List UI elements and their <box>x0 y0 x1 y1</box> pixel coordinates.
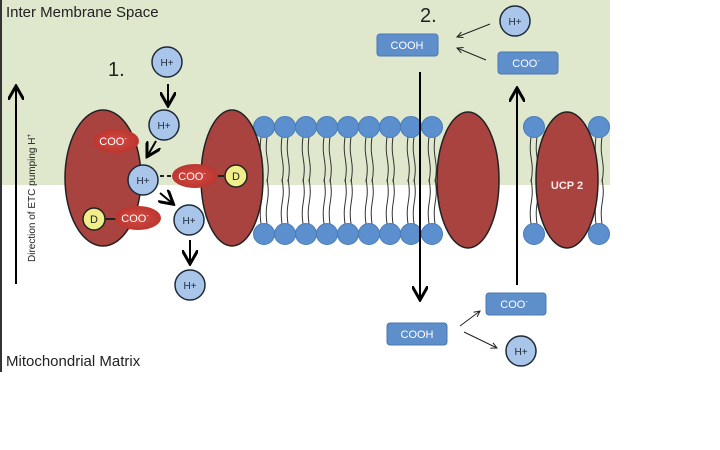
mitochondrial-matrix-label: Mitochondrial Matrix <box>6 353 141 370</box>
lipid-head <box>400 116 422 138</box>
arrow-proton-release <box>160 193 172 203</box>
svg-text:H+: H+ <box>508 17 521 28</box>
lipid-head <box>274 116 296 138</box>
lipid-head <box>421 116 443 138</box>
svg-text:COOH: COOH <box>391 40 424 52</box>
proton-3: H+ <box>127 164 159 196</box>
carboxylate-2: COO- <box>172 164 218 188</box>
svg-text:COO-: COO- <box>121 213 149 225</box>
cooh-box-bottom: COOH <box>386 322 448 346</box>
donor-left: D <box>82 207 106 231</box>
lipid-head <box>358 223 380 245</box>
lipid-tail <box>406 136 416 183</box>
lipid-head <box>316 223 338 245</box>
lipid-head <box>379 116 401 138</box>
lipid-bilayer <box>253 116 610 245</box>
step-2-label: 2. <box>420 5 437 27</box>
lipid-tail <box>385 136 395 183</box>
lipid-tail <box>364 178 374 225</box>
lipid-head <box>588 116 610 138</box>
lipid-head <box>588 223 610 245</box>
lipid-head <box>337 223 359 245</box>
lipid-tail <box>301 136 311 183</box>
coo-box-top: COO- <box>497 51 559 75</box>
lipid-tail <box>427 136 437 183</box>
lipid-head <box>274 223 296 245</box>
lipid-tail <box>301 178 311 225</box>
arrow-proton-to-coo <box>148 140 156 155</box>
proton-7: H+ <box>505 335 537 367</box>
svg-text:H+: H+ <box>182 216 195 227</box>
proton-6: H+ <box>499 5 531 37</box>
step-1-label: 1. <box>108 59 125 81</box>
lipid-tail <box>343 178 353 225</box>
coo-box-bottom: COO- <box>485 292 547 316</box>
lipid-head <box>253 116 275 138</box>
lipid-head <box>316 116 338 138</box>
svg-text:H+: H+ <box>514 347 527 358</box>
lipid-head <box>295 116 317 138</box>
carboxylate-3: COO- <box>115 206 161 230</box>
svg-text:H+: H+ <box>183 281 196 292</box>
svg-text:H+: H+ <box>136 176 149 187</box>
svg-text:COO-: COO- <box>178 171 206 183</box>
svg-text:COO-: COO- <box>500 299 528 311</box>
lipid-head <box>337 116 359 138</box>
svg-text:H+: H+ <box>157 121 170 132</box>
arrow-proton-to-cooh-top <box>457 23 491 37</box>
lipid-tail <box>364 136 374 183</box>
lipid-head <box>379 223 401 245</box>
lipid-tail <box>280 136 290 183</box>
proton-4: H+ <box>173 204 205 236</box>
proton-5: H+ <box>174 269 206 301</box>
lipid-tail <box>343 136 353 183</box>
svg-text:COO-: COO- <box>99 136 127 148</box>
lipid-tail <box>322 178 332 225</box>
proton-2: H+ <box>148 109 180 141</box>
intermembrane-space-label: Inter Membrane Space <box>6 4 159 21</box>
lipid-head <box>400 223 422 245</box>
arrow-cooh-to-coo-bottom <box>459 311 480 327</box>
svg-text:D: D <box>232 171 240 183</box>
lipid-head <box>253 223 275 245</box>
proton-1: H+ <box>151 46 183 78</box>
ucp2-protein <box>535 111 599 249</box>
lipid-tail <box>280 178 290 225</box>
svg-text:COOH: COOH <box>401 329 434 341</box>
lipid-head <box>358 116 380 138</box>
lipid-tail <box>322 136 332 183</box>
svg-text:D: D <box>90 214 98 226</box>
arrow-coo-to-cooh-top <box>457 48 487 61</box>
etc-direction-label: Direction of ETC pumping H+ <box>27 134 38 263</box>
lipid-head <box>523 116 545 138</box>
donor-right: D <box>224 164 248 188</box>
arrow-cooh-to-proton-bottom <box>463 331 497 348</box>
membrane-protein <box>436 111 500 249</box>
svg-text:H+: H+ <box>160 58 173 69</box>
lipid-tail <box>385 178 395 225</box>
cooh-box-top: COOH <box>376 33 439 57</box>
carboxylate-1: COO- <box>93 129 139 153</box>
lipid-head <box>421 223 443 245</box>
svg-text:COO-: COO- <box>512 58 540 70</box>
ucp2-label: UCP 2 <box>551 180 583 192</box>
lipid-head <box>295 223 317 245</box>
lipid-tail <box>427 178 437 225</box>
lipid-head <box>523 223 545 245</box>
lipid-tail <box>406 178 416 225</box>
